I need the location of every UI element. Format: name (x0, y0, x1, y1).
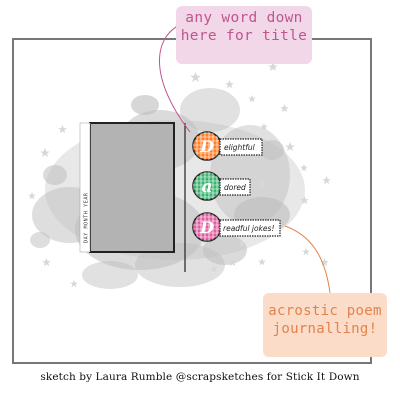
title-callout: any word down here for title (176, 6, 312, 64)
acrostic-item-2: a dored (192, 171, 251, 201)
sketch-credit: sketch by Laura Rumble @scrapsketches fo… (40, 371, 360, 383)
journal-pointer-line (284, 225, 331, 294)
acrostic-tag-2 (219, 178, 251, 196)
acrostic-initial-3: D (199, 218, 214, 237)
title-callout-line-1: any word down (185, 10, 303, 26)
date-stamp: DAY MONTH YEAR (84, 192, 90, 243)
date-stamp-strip (79, 122, 91, 253)
journaling-callout-line-1: acrostic poem (268, 303, 382, 319)
photo-block (89, 122, 175, 253)
acrostic-item-3: D readful jokes! (192, 212, 281, 242)
acrostic-tag-3 (219, 219, 281, 237)
journaling-callout-line-2: journalling! (272, 321, 378, 337)
journaling-callout: acrostic poem journalling! (263, 293, 387, 357)
acrostic-item-1: D elightful (192, 131, 263, 161)
acrostic-tag-label-1: elightful (224, 143, 256, 152)
acrostic-initial-2: a (201, 177, 212, 197)
acrostic-tag-label-3: readful jokes! (223, 224, 274, 233)
acrostic-tag-label-2: dored (224, 183, 246, 192)
title-pointer-line (159, 21, 191, 133)
acrostic-tag-1 (219, 138, 263, 156)
title-callout-line-2: here for title (180, 28, 308, 44)
acrostic-initial-1: D (199, 137, 214, 156)
